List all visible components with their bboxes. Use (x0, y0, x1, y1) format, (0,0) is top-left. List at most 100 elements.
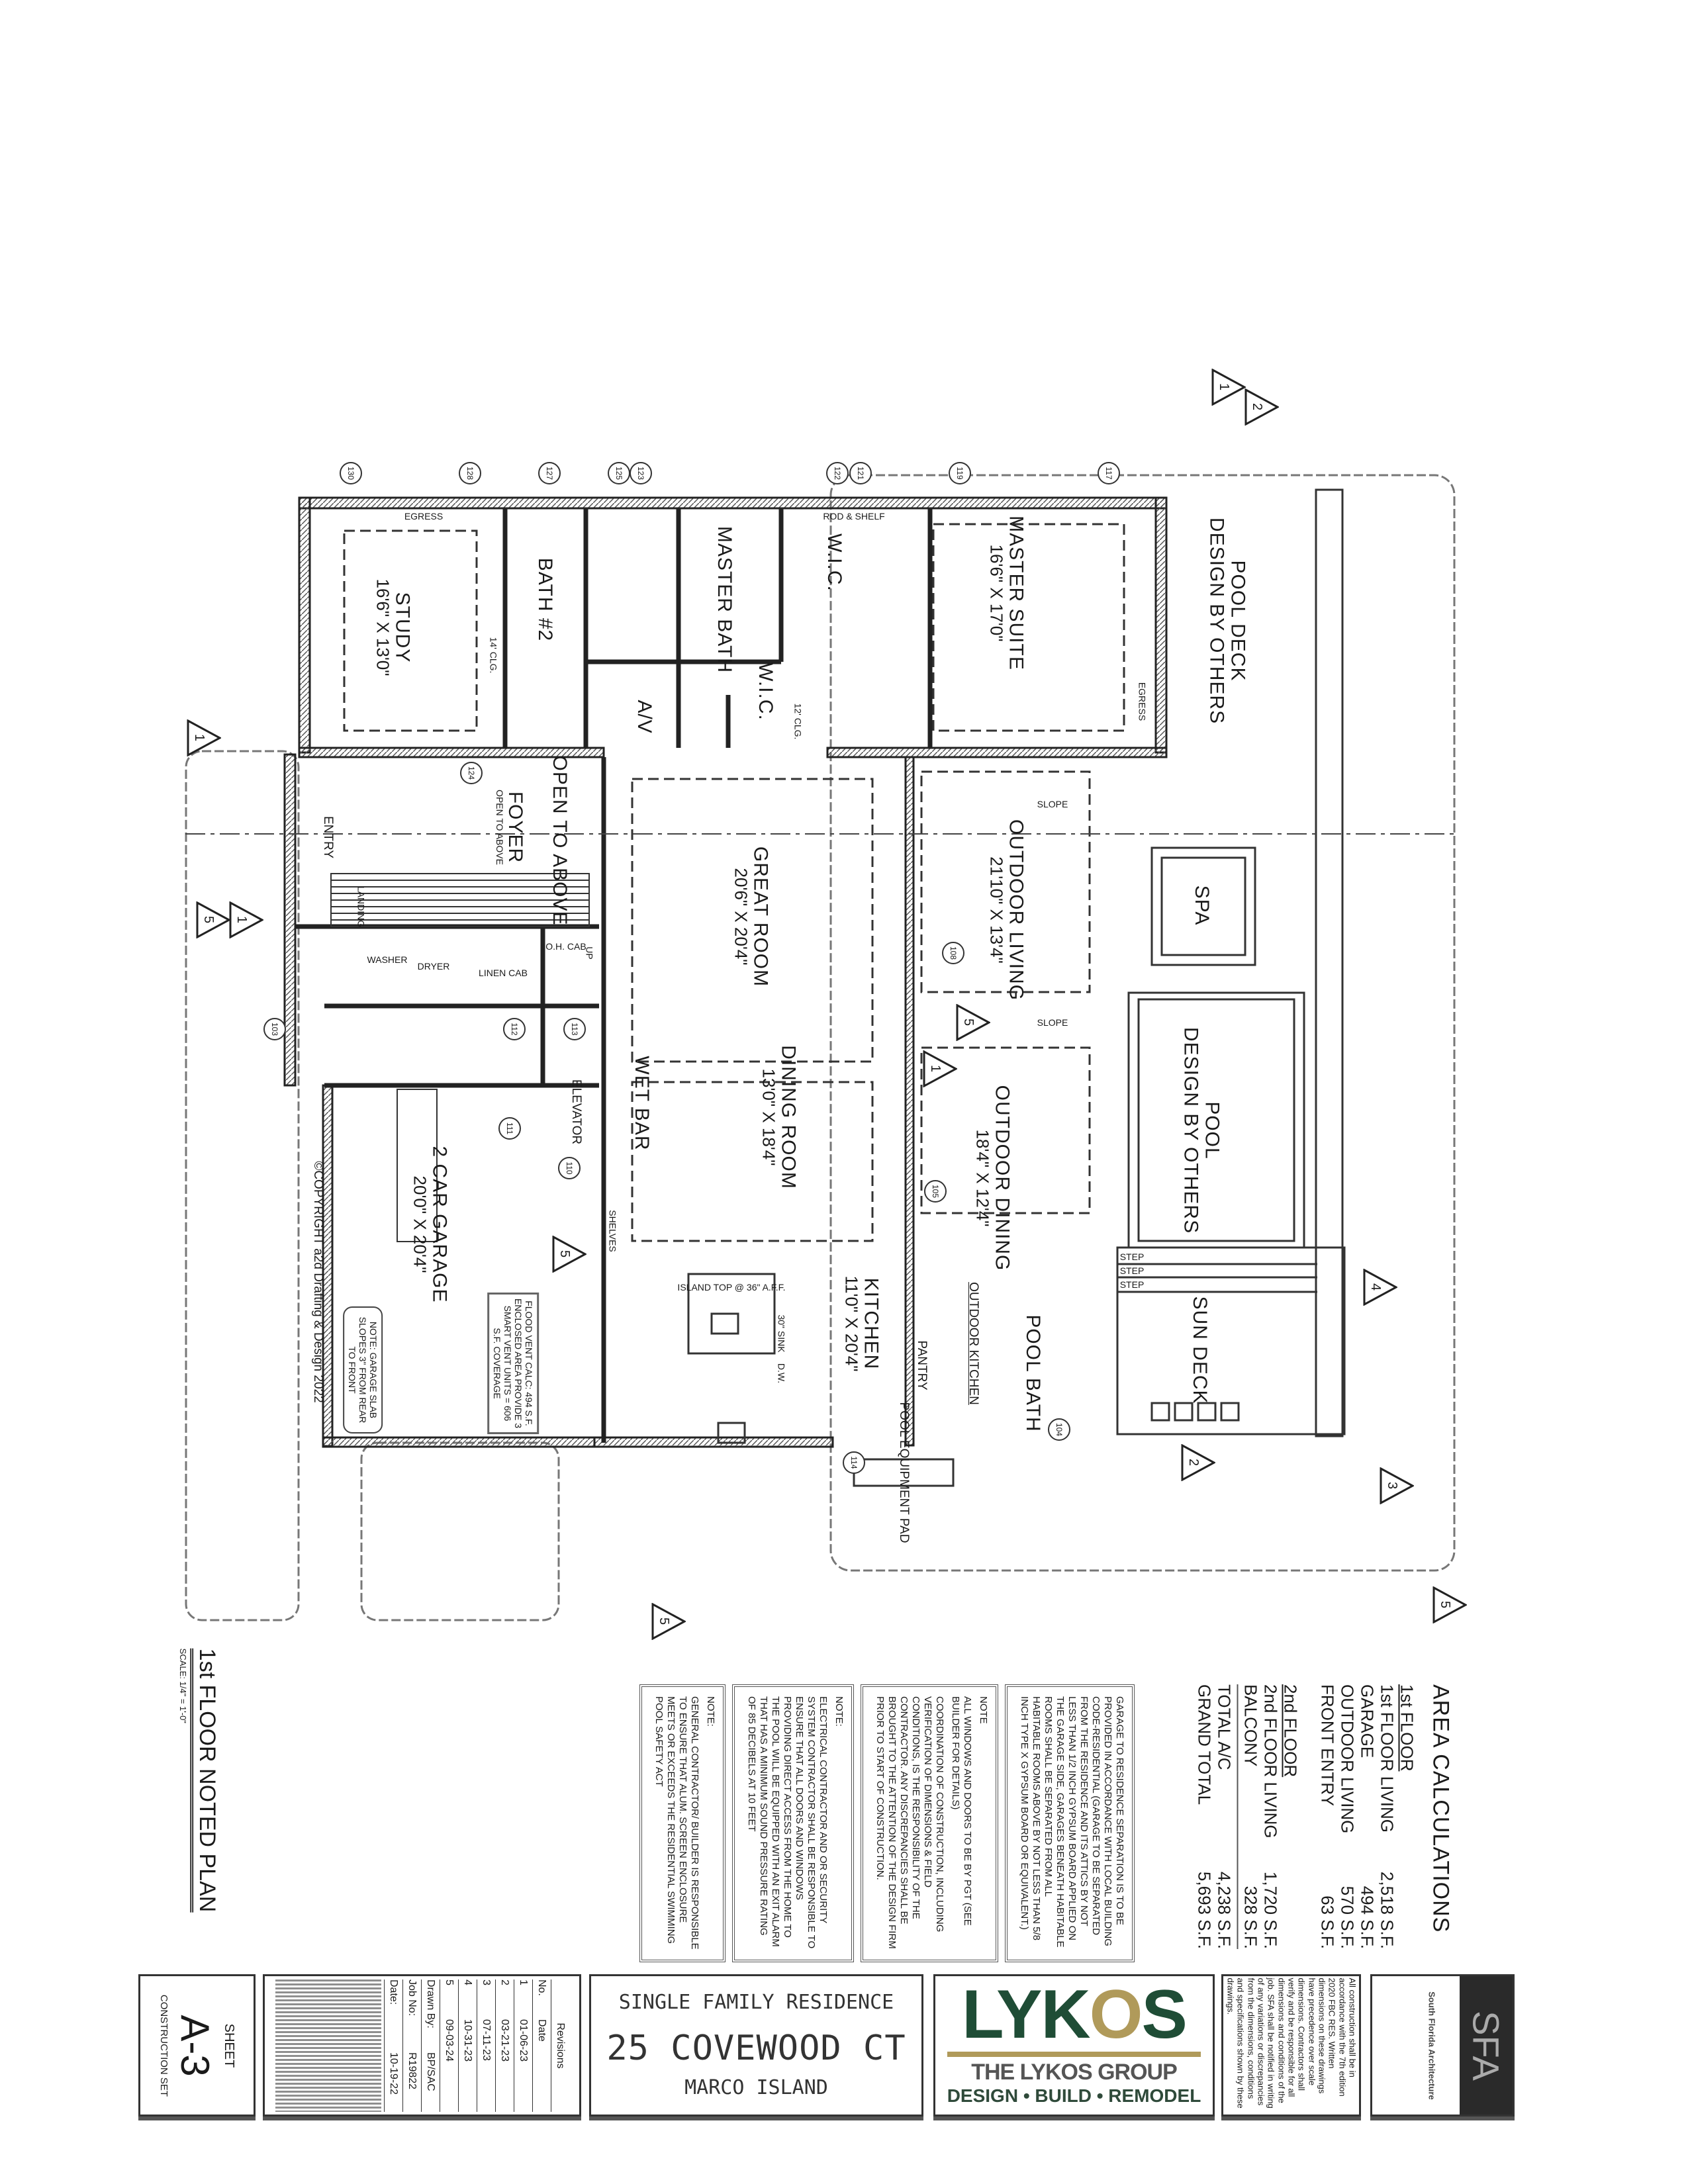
code-note: All construction shall be in accordance … (1225, 1978, 1358, 2109)
step-label: STEP (1119, 1265, 1145, 1276)
room-dims: 20'6" X 20'4" (731, 868, 751, 966)
code-note-box: All construction shall be in accordance … (1221, 1974, 1361, 2116)
plan-scale: SCALE: 1/4" = 1'-0" (178, 1648, 189, 1723)
room-name: STUDY (391, 592, 414, 663)
pool-equipment-pad-label: POOL EQUIPMENT PAD (896, 1402, 911, 1543)
door-tag: 111 (498, 1117, 521, 1140)
lykos-logo-box: LYKOS THE LYKOS GROUP DESIGN • BUILD • R… (933, 1974, 1215, 2116)
room-av: A/V (633, 700, 655, 733)
slope-label: SLOPE (1037, 799, 1068, 809)
room-name: ELEVATOR (569, 1079, 583, 1145)
sheet-number-box: SHEET A-3 CONSTRUCTION SET (138, 1974, 256, 2116)
door-tag: 122 (826, 462, 849, 484)
elevator: ELEVATOR (569, 1079, 583, 1144)
pool-area (853, 488, 1346, 1487)
room-name: OUTDOOR DINING (991, 1085, 1013, 1271)
room-name: PANTRY (914, 1340, 929, 1390)
step-label: STEP (1119, 1251, 1145, 1262)
open-to-above: OPEN TO ABOVE (548, 755, 571, 926)
area-calculations-title: AREA CALCULATIONS (1428, 1684, 1454, 1933)
room-dims: 20'0" X 20'4" (410, 1175, 430, 1273)
front-entry-boundary (185, 750, 300, 1621)
architect-name: South Florida Architecture (1427, 1991, 1437, 2100)
generator-pad-boundary (360, 1441, 560, 1621)
linen-cab-label: LINEN CAB (479, 968, 528, 978)
outdoor-kitchen: OUTDOOR KITCHEN (966, 1282, 980, 1405)
room-name: OUTDOOR KITCHEN (966, 1282, 980, 1405)
rev-no-header: No. (536, 1979, 547, 1996)
entry: ENTRY (320, 815, 335, 859)
door-tag: 125 (608, 462, 630, 484)
oh-cab-label: O.H. CAB (545, 941, 586, 952)
room-name: MASTER BATH (713, 525, 735, 674)
room-name: DINING ROOM (777, 1045, 800, 1189)
pool-deck-boundary (829, 474, 1456, 1572)
door-tag: 124 (460, 762, 483, 784)
drawn-by-row: Drawn By:BP/SAC (420, 1979, 440, 2112)
room-sub: DESIGN BY OTHERS (1180, 1026, 1202, 1234)
ceiling-label: 14' CLG. (488, 637, 499, 674)
room-name: GREAT ROOM (749, 846, 772, 987)
copyright-note: ©COPYRIGHT a2d Drafting & Design 2022 (310, 1161, 325, 1403)
sun-deck: SUN DECK (1189, 1296, 1211, 1404)
door-tag: 110 (558, 1157, 581, 1179)
room-pantry: PANTRY (914, 1340, 929, 1390)
fine-print-block (275, 1979, 381, 2112)
door-tag: 121 (849, 462, 872, 484)
company-tagline: DESIGN • BUILD • REMODEL (947, 2085, 1201, 2106)
room-wic-lower: W.I.C. (755, 662, 776, 721)
door-tag: 112 (503, 1018, 526, 1040)
door-tag: 117 (1098, 462, 1120, 484)
spa: SPA (1190, 885, 1213, 926)
island-label: ISLAND TOP @ 36" A.F.F. (677, 1282, 786, 1293)
interior-walls (295, 508, 933, 1443)
room-name: FOYER (504, 791, 527, 864)
room-name: SPA (1190, 885, 1213, 926)
room-name: OPEN TO ABOVE (548, 755, 571, 926)
logo-divider (947, 2052, 1201, 2057)
wet-bar: WET BAR (631, 1056, 653, 1150)
slope-label: SLOPE (1037, 1017, 1068, 1028)
flood-vent-note: FLOOD VENT CALC: 494 S.F. ENCLOSED AREA … (487, 1293, 539, 1434)
dishwasher-label: D.W. (776, 1363, 787, 1384)
room-wic-upper: W.I.C. (823, 533, 845, 592)
room-dims: 21'10" X 13'4" (986, 856, 1007, 964)
door-tag: 114 (843, 1451, 865, 1474)
room-dims: 16'6" X 17'0" (986, 544, 1007, 642)
room-name: MASTER SUITE (1005, 516, 1027, 670)
room-name: 2 CAR GARAGE (428, 1146, 451, 1303)
architect-logo: SFA (1460, 1976, 1513, 2115)
garage-separation-note: GARAGE TO RESIDENCE SEPARATION IS TO BE … (1005, 1684, 1135, 1962)
room-name: KITCHEN (860, 1277, 882, 1370)
room-name: BATH #2 (534, 557, 556, 642)
kitchen-island (687, 1273, 776, 1444)
lykos-logo: LYKOS (962, 1976, 1188, 2053)
rev-date-header: Date (536, 2019, 547, 2042)
plan-title: 1st FLOOR NOTED PLAN (190, 1648, 220, 1913)
room-name: ENTRY (320, 815, 335, 859)
room-dims: 18'4" X 12'4" (972, 1129, 993, 1227)
room-dims: 13'0" X 18'4" (759, 1068, 779, 1166)
door-tag: 119 (949, 462, 971, 484)
door-tag: 108 (942, 942, 964, 964)
project-city: MARCO ISLAND (684, 2076, 828, 2099)
door-tag: 127 (538, 462, 561, 484)
architect-box: SFA South Florida Architecture (1370, 1974, 1515, 2116)
room-name: OUTDOOR LIVING (1005, 819, 1027, 1001)
shelves-label: SHELVES (607, 1210, 618, 1252)
